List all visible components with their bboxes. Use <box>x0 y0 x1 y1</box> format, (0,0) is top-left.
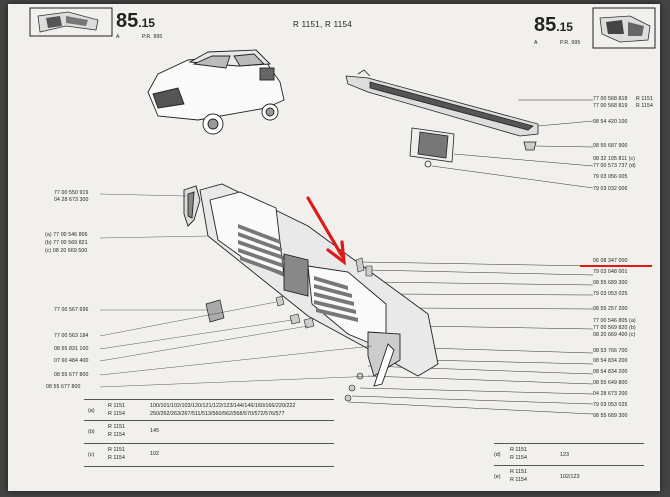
right-ref: 08 54 834 200 <box>593 369 628 375</box>
row-label: (d) <box>494 452 501 458</box>
row-model: R 1151 <box>108 447 125 453</box>
grille-insert-panel <box>409 127 455 163</box>
right-ref: 79 03 032 006 <box>593 186 628 192</box>
ref-left-a: A <box>116 34 120 40</box>
row-values: 102/123 <box>560 474 580 480</box>
right-ref: 08 55 649 800 <box>593 380 628 386</box>
left-ref: 77 00 567 696 <box>54 307 89 313</box>
catalog-drawing <box>29 7 656 415</box>
thumbnail-left-icon <box>29 7 113 37</box>
row-values: 123 <box>560 452 569 458</box>
page-number-left: 85.15 <box>116 10 155 32</box>
row-model: R 1154 <box>108 455 125 461</box>
left-ref: (b) 77 00 569 821 <box>45 240 88 246</box>
right-ref: 08 55 689 300 <box>593 413 628 419</box>
left-ref: 08 55 831 100 <box>54 346 89 352</box>
row-values: 102 <box>150 451 159 457</box>
parts-catalog-page: 85.15 A P.R. 995 R 1151, R 1154 85.15 A … <box>8 4 660 491</box>
right-ref: 79 03 056 005 <box>593 174 628 180</box>
right-ref: 77 00 568 818 <box>593 96 628 102</box>
row-model: R 1154 <box>510 455 527 461</box>
right-tag: R 1154 <box>636 103 653 109</box>
variant-table-left: (a) R 1151 R 1154 100/101/102/103/120/12… <box>84 399 334 467</box>
row-model: R 1151 <box>108 424 125 430</box>
row-model: R 1151 <box>510 469 527 475</box>
right-ref: 08 54 420 100 <box>593 119 628 125</box>
red-underline <box>580 265 652 267</box>
right-ref: 08 20 669 400 (c) <box>593 332 636 338</box>
car-illustration <box>147 49 285 135</box>
row-values: 250/262/263/267/511/513/560/562/568/570/… <box>150 411 285 417</box>
row-label: (b) <box>88 429 95 435</box>
right-ref: 08 55 687 900 <box>593 143 628 149</box>
left-ref: (c) 08 20 669 500 <box>45 248 88 254</box>
red-annotation-arrow <box>306 196 346 266</box>
right-ref: 08 55 257 200 <box>593 306 628 312</box>
right-ref: 77 00 573 737 (d) <box>593 163 636 169</box>
left-ref: 04 28 673 300 <box>54 197 89 203</box>
right-ref: 77 00 568 819 <box>593 103 628 109</box>
row-model: R 1151 <box>510 447 527 453</box>
row-model: R 1154 <box>108 432 125 438</box>
badge-part-icon <box>205 299 225 323</box>
right-ref: 79 03 053 025 <box>593 291 628 297</box>
left-ref: 08 55 677 800 <box>46 384 81 390</box>
row-model: R 1151 <box>108 403 125 409</box>
right-ref-highlighted: 06 08 347 000 <box>593 258 628 264</box>
row-model: R 1154 <box>108 411 125 417</box>
right-ref: 04 28 673 200 <box>593 391 628 397</box>
right-tag: R 1151 <box>636 96 653 102</box>
ref-left-pr: P.R. 995 <box>142 34 163 40</box>
row-label: (c) <box>88 452 95 458</box>
page-number-right: 85.15 <box>534 14 573 36</box>
row-label: (a) <box>88 408 95 414</box>
right-ref: 79 03 053 025 <box>593 402 628 408</box>
row-model: R 1154 <box>510 477 527 483</box>
left-ref: 08 55 677 800 <box>54 372 89 378</box>
left-ref: 77 00 563 184 <box>54 333 89 339</box>
ref-right-pr: P.R. 995 <box>560 40 581 46</box>
right-ref: 79 03 048 001 <box>593 269 628 275</box>
left-ref: 07 60 484 400 <box>54 358 89 364</box>
right-ref: 08 55 689 300 <box>593 280 628 286</box>
ref-right-a: A <box>534 40 538 46</box>
thumbnail-right-icon <box>592 7 656 49</box>
upper-trim-strip <box>345 69 539 137</box>
row-label: (e) <box>494 474 501 480</box>
right-ref: 77 00 569 820 (b) <box>593 325 636 331</box>
left-ref: 77 00 550 919 <box>54 190 89 196</box>
right-ref: 77 00 546 805 (a) <box>593 318 636 324</box>
row-values: 145 <box>150 428 159 434</box>
right-ref: 08 53 766 700 <box>593 348 628 354</box>
right-ref: 08 32 105 811 (c) <box>593 156 635 162</box>
left-ref: (a) 77 00 546 806 <box>45 232 88 238</box>
side-bracket <box>183 185 201 227</box>
right-ref: 08 54 834 200 <box>593 358 628 364</box>
row-values: 100/101/102/103/120/121/122/123/144/146/… <box>150 403 296 409</box>
models-title: R 1151, R 1154 <box>293 20 353 29</box>
variant-table-right: (d) R 1151 R 1154 123 (e) R 1151 R 1154 … <box>494 443 644 490</box>
front-grille-assembly <box>199 183 439 387</box>
